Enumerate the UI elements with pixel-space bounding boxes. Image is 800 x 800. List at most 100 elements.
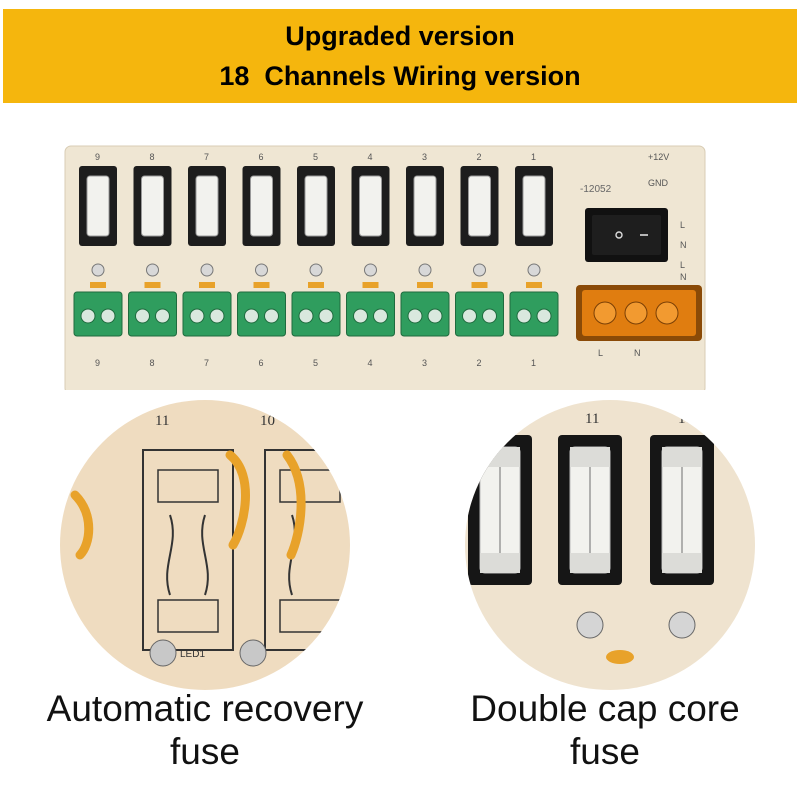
resistor	[199, 282, 215, 288]
terminal-screw	[209, 308, 225, 324]
zoom-label-10: 10	[260, 413, 275, 429]
terminal-screw	[373, 308, 388, 324]
terminal-screw	[353, 308, 368, 324]
zoom-right-label-11: 11	[585, 411, 599, 427]
channel-label-top: 4	[368, 152, 373, 162]
zoom-automatic-recovery-fuse: 11 10 LED1	[60, 400, 350, 690]
terminal-block	[237, 291, 286, 337]
channel-label-top: 3	[422, 152, 427, 162]
terminal-screw	[189, 308, 205, 324]
terminal-screw	[407, 308, 423, 324]
power-indicator-terminal	[576, 285, 702, 341]
resistor	[253, 282, 270, 288]
terminal-screw	[264, 308, 279, 324]
glass-fuse	[359, 175, 382, 237]
channel-6: 66	[237, 152, 286, 368]
channel-label-bottom: 3	[422, 358, 427, 368]
terminal-block	[346, 291, 395, 337]
power-label-12v: +12V	[648, 152, 669, 162]
zoom-label-11: 11	[155, 413, 169, 429]
channel-label-bottom: 7	[204, 358, 209, 368]
channel-label-bottom: 4	[368, 358, 373, 368]
polyfuse-lead-left	[70, 490, 94, 560]
glass-fuse	[195, 175, 219, 237]
caption-right-line-2: fuse	[570, 731, 640, 772]
glass-fuse-zoom	[558, 435, 622, 585]
banner-line-2: 18 Channels Wiring version	[219, 61, 581, 91]
glass-fuse	[86, 175, 110, 237]
caption-left-line-2: fuse	[170, 731, 240, 772]
channel-label-top: 5	[313, 152, 318, 162]
led-left	[149, 639, 177, 667]
glass-fuse	[413, 175, 437, 237]
channel-label-top: 8	[150, 152, 155, 162]
terminal-block	[400, 291, 450, 337]
led	[364, 263, 377, 277]
caption-automatic-recovery-fuse: Automatic recovery fuse	[10, 687, 400, 773]
channel-label-bottom: 1	[531, 358, 536, 368]
channel-label-bottom: 5	[313, 358, 318, 368]
rocker-switch	[585, 208, 668, 262]
bottom-label-l: L	[598, 348, 603, 358]
channel-1: 11	[509, 152, 559, 368]
channel-label-top: 7	[204, 152, 209, 162]
terminal-block	[182, 291, 232, 337]
banner-line-1: Upgraded version	[285, 21, 515, 51]
channel-label-bottom: 6	[259, 358, 264, 368]
zoom-right-label-10: 10	[678, 411, 693, 427]
terminal-block	[291, 291, 341, 337]
led-right	[239, 639, 267, 667]
resistor	[526, 282, 542, 288]
channel-label-top: 9	[95, 152, 100, 162]
terminal-screw	[482, 308, 497, 324]
bottom-label-n: N	[634, 348, 641, 358]
channel-label-top: 6	[259, 152, 264, 162]
led	[200, 263, 214, 277]
terminal-screw	[516, 308, 532, 324]
terminal-screw	[135, 308, 150, 324]
terminal-screw	[244, 308, 259, 324]
side-label-3: L	[680, 260, 685, 270]
channel-label-bottom: 8	[150, 358, 155, 368]
channel-2: 22	[455, 152, 504, 368]
model-text: -12052	[580, 184, 612, 195]
led	[473, 263, 486, 277]
terminal-screw	[298, 308, 314, 324]
side-label-1: L	[680, 220, 685, 230]
terminal-screw	[536, 308, 552, 324]
caption-double-cap-core-fuse: Double cap core fuse	[420, 687, 790, 773]
terminal-screw	[155, 308, 170, 324]
channel-label-top: 2	[477, 152, 482, 162]
glass-fuse	[304, 175, 328, 237]
led	[146, 263, 159, 277]
terminal-block	[509, 291, 559, 337]
led	[91, 263, 105, 277]
glass-fuse	[468, 175, 491, 237]
led-right-zoom-2	[668, 611, 696, 639]
terminal-block	[455, 291, 504, 337]
glass-fuse	[141, 175, 164, 237]
glass-fuse	[522, 175, 546, 237]
side-label-2: N	[680, 240, 687, 250]
channel-5: 55	[291, 152, 341, 368]
side-label-4: N	[680, 272, 687, 282]
terminal-screw	[462, 308, 477, 324]
led	[418, 263, 432, 277]
caption-left-line-1: Automatic recovery	[46, 688, 364, 729]
capacitor	[606, 650, 634, 664]
led-right-zoom-1	[576, 611, 604, 639]
polyfuse-left	[142, 449, 250, 651]
channel-3: 33	[400, 152, 450, 368]
glass-fuse	[250, 175, 273, 237]
led-label: LED1	[180, 649, 205, 660]
zoom-double-cap-core-fuse: 11 10	[465, 400, 755, 690]
glass-fuse-zoom	[468, 435, 532, 585]
terminal-screw	[318, 308, 334, 324]
resistor	[471, 282, 488, 288]
terminal-screw	[80, 308, 96, 324]
led	[255, 263, 268, 277]
channel-9: 99	[73, 152, 123, 368]
terminal-screw	[427, 308, 443, 324]
terminal-block	[128, 291, 177, 337]
